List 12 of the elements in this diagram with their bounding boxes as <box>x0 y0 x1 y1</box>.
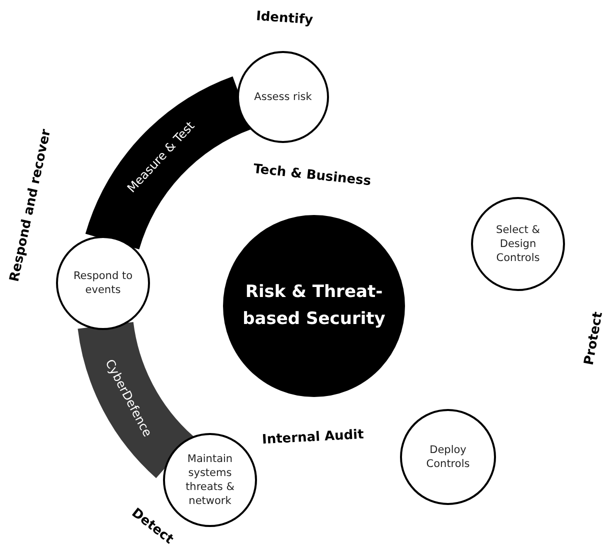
node-text: Risk & Threat-based Security <box>242 280 386 331</box>
node-text: Deploy Controls <box>425 442 471 472</box>
stage-label: Tech & Business <box>252 161 372 189</box>
arc-band <box>78 320 194 477</box>
node-text: Maintain systems threats & network <box>184 452 236 508</box>
stage-label: Identify <box>255 8 313 28</box>
stage-label: Protect <box>582 310 606 366</box>
node-text: Select & Design Controls <box>495 222 541 266</box>
node-text: Respond to events <box>72 268 134 298</box>
stage-label: Respond and recover <box>6 127 54 283</box>
node-text: Assess risk <box>253 90 313 104</box>
stage-label: Internal Audit <box>262 426 364 448</box>
